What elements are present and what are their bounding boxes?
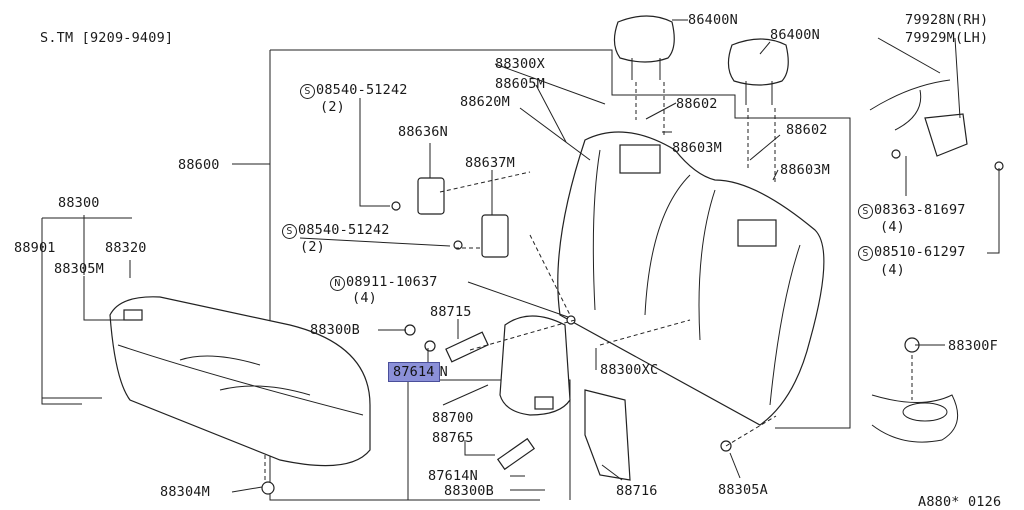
label-88300f[interactable]: 88300F [948, 338, 998, 354]
panel-88716 [584, 389, 631, 481]
label-88620m[interactable]: 88620M [460, 94, 510, 110]
hinge-88715 [445, 331, 489, 363]
footer-code: A880* 0126 [918, 494, 1002, 510]
label-88605m[interactable]: 88605M [495, 76, 545, 92]
label-88603m-upper[interactable]: 88603M [672, 140, 722, 156]
bracket-88636n [417, 177, 445, 215]
s-circle-icon: S [282, 224, 297, 239]
label-88602-upper[interactable]: 88602 [676, 96, 718, 112]
qty-s08363: (4) [880, 219, 905, 235]
label-88304m[interactable]: 88304M [160, 484, 210, 500]
label-88765[interactable]: 88765 [432, 430, 474, 446]
qty-s08540-lower: (2) [300, 239, 325, 255]
label-87614n-lower[interactable]: 87614N [428, 468, 478, 484]
label-88300xc[interactable]: 88300XC [600, 362, 659, 378]
s-circle-icon: S [300, 84, 315, 99]
highlight-87614: 87614 [388, 362, 440, 382]
label-88716[interactable]: 88716 [616, 483, 658, 499]
qty-n08911: (4) [352, 290, 377, 306]
label-88602-lower[interactable]: 88602 [786, 122, 828, 138]
s-circle-icon: S [858, 204, 873, 219]
n-circle-icon: N [330, 276, 345, 291]
label-88700[interactable]: 88700 [432, 410, 474, 426]
qty-s08510: (4) [880, 262, 905, 278]
label-88603m-lower[interactable]: 88603M [780, 162, 830, 178]
label-88305m[interactable]: 88305M [54, 261, 104, 277]
headrest-right [727, 38, 789, 105]
label-86400n-left[interactable]: 86400N [688, 12, 738, 28]
qty-s08540-upper: (2) [320, 99, 345, 115]
latch-79928n [924, 113, 968, 157]
header-code: S.TM [9209-9409] [40, 30, 174, 46]
label-88300x[interactable]: 88300X [495, 56, 545, 72]
label-88600[interactable]: 88600 [178, 157, 220, 173]
label-86400n-right[interactable]: 86400N [770, 27, 820, 43]
label-88637m[interactable]: 88637M [465, 155, 515, 171]
armrest [499, 315, 571, 416]
label-88636n[interactable]: 88636N [398, 124, 448, 140]
label-79929m[interactable]: 79929M(LH) [905, 30, 989, 46]
s-circle-icon: S [858, 246, 873, 261]
hinge-88765 [496, 437, 536, 471]
seat-cushion [109, 296, 371, 467]
label-88715[interactable]: 88715 [430, 304, 472, 320]
headrest-left [613, 15, 675, 80]
label-88901[interactable]: 88901 [14, 240, 56, 256]
label-88300b-lower[interactable]: 88300B [444, 483, 494, 499]
label-79928n[interactable]: 79928N(RH) [905, 12, 989, 28]
bracket-88637m [481, 214, 509, 258]
label-88320[interactable]: 88320 [105, 240, 147, 256]
label-88300[interactable]: 88300 [58, 195, 100, 211]
label-88300b-upper[interactable]: 88300B [310, 322, 360, 338]
seat-back [557, 131, 825, 426]
label-88305a[interactable]: 88305A [718, 482, 768, 498]
